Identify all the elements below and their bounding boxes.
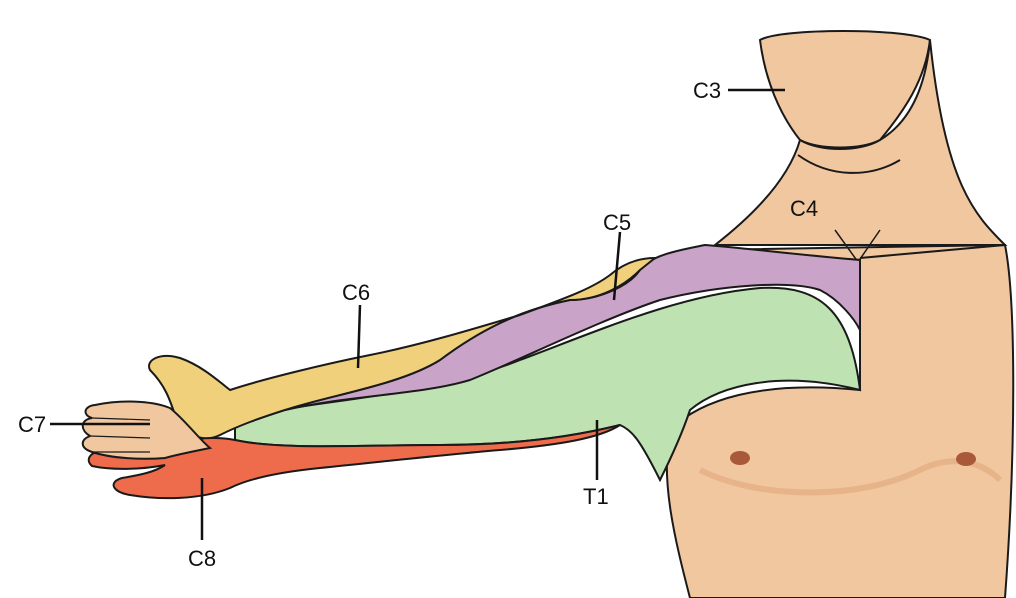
label-c7: C7 <box>18 412 46 437</box>
label-c4: C4 <box>790 196 818 221</box>
label-c6: C6 <box>342 280 370 305</box>
nipple-left <box>730 451 750 465</box>
label-c5: C5 <box>603 210 631 235</box>
label-c3: C3 <box>693 78 721 103</box>
nipple-right <box>956 452 976 466</box>
label-c8: C8 <box>188 546 216 571</box>
label-t1: T1 <box>583 484 609 509</box>
